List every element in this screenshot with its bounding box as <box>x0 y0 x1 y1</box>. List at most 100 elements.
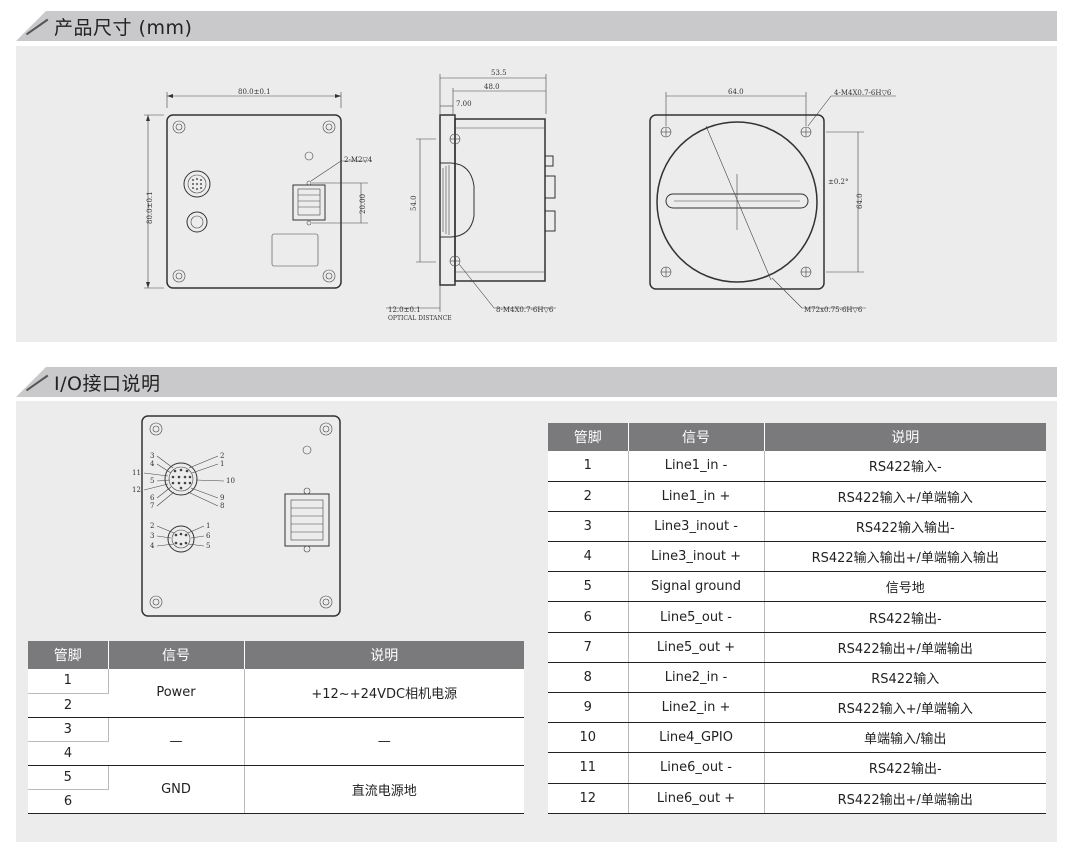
side-view: 53.5 48.0 7.00 <box>386 69 556 322</box>
big-pin-5: 5 <box>150 477 154 485</box>
dimension-drawing: 80.0±0.1 80.0±0.1 <box>144 69 896 322</box>
io-cell-pin: 2 <box>548 481 629 512</box>
side-flange-label: 7.00 <box>456 100 472 108</box>
io-section-header: I/O接口说明 <box>16 367 1057 397</box>
small-pin-5: 5 <box>206 542 210 550</box>
io-cell-desc: RS422输入 <box>764 662 1046 694</box>
io-cell-signal: Line6_out - <box>628 752 765 784</box>
table-row: 1 Power +12~+24VDC相机电源 <box>28 669 524 718</box>
table-row: 6 <box>28 789 524 814</box>
io-cell-signal: Line3_inout + <box>628 541 765 573</box>
io-cell-desc: 单端输入/输出 <box>764 722 1046 754</box>
big-pin-10: 10 <box>226 477 235 485</box>
table-row: 5 GND 直流电源地 <box>28 765 524 814</box>
io-cell-desc: RS422输入+/单端输入 <box>764 692 1046 724</box>
dimensions-title: 产品尺寸 (mm) <box>54 16 193 39</box>
big-pin-9: 9 <box>220 494 224 502</box>
io-cell-pin: 12 <box>548 783 629 814</box>
io-connector-drawing: 3 4 11 5 12 6 7 2 1 10 9 8 <box>132 415 341 617</box>
side-total-label: 53.5 <box>491 69 507 77</box>
io-cell-pin: 11 <box>548 752 629 784</box>
small-pin-1: 1 <box>206 522 210 530</box>
io-cell-signal: Line2_in - <box>628 662 765 694</box>
table-row: 2 <box>28 693 524 718</box>
io-cell-signal: Line1_in + <box>628 481 765 512</box>
front-width-label: 80.0±0.1 <box>238 88 271 96</box>
front-rj45-spacing-label: 20.00 <box>359 194 367 214</box>
io-cell-desc: RS422输入- <box>764 451 1046 482</box>
power-header-desc: 说明 <box>244 641 524 669</box>
io-title: I/O接口说明 <box>54 372 161 395</box>
big-pin-6: 6 <box>150 494 155 502</box>
io-cell-desc: RS422输出- <box>764 752 1046 784</box>
io-cell-pin: 4 <box>548 541 629 573</box>
rear-mount-label: M72x0.75-6H▽6 <box>804 306 863 314</box>
big-pin-2: 2 <box>220 452 224 460</box>
io-cell-signal: Line5_out + <box>628 632 765 663</box>
small-pin-4: 4 <box>150 542 155 550</box>
io-cell-signal: Line6_out + <box>628 783 765 814</box>
power-pin-table: 管脚 信号 说明 1 Power +12~+24VDC相机电源 2 3 — — … <box>28 641 524 814</box>
io-cell-desc: RS422输入输出- <box>764 511 1046 543</box>
side-optical-label: 12.0±0.1 <box>388 306 421 314</box>
small-pin-3: 3 <box>150 532 154 540</box>
side-height-label: 54.0 <box>410 195 418 211</box>
io-cell-pin: 9 <box>548 692 629 724</box>
rear-tilt-label: ±0.2° <box>828 178 849 186</box>
io-cell-signal: Line1_in - <box>628 451 765 482</box>
dimensions-section-header: 产品尺寸 (mm) <box>16 11 1057 41</box>
io-cell-signal: Line3_inout - <box>628 511 765 543</box>
rear-screws-label: 4-M4X0.7-6H▽6 <box>834 89 892 97</box>
io-cell-signal: Line5_out - <box>628 601 765 633</box>
small-pin-6: 6 <box>206 532 211 540</box>
big-pin-11: 11 <box>132 469 141 477</box>
front-height-label: 80.0±0.1 <box>146 191 154 224</box>
io-cell-desc: RS422输入输出+/单端输入输出 <box>764 541 1046 573</box>
io-cell-pin: 8 <box>548 662 629 694</box>
io-cell-pin: 5 <box>548 571 629 603</box>
io-cell-desc: RS422输入+/单端输入 <box>764 481 1046 512</box>
io-cell-pin: 6 <box>548 601 629 633</box>
io-cell-signal: Line2_in + <box>628 692 765 724</box>
header-slash-icon <box>16 367 52 397</box>
io-panel: 3 4 11 5 12 6 7 2 1 10 9 8 <box>16 401 1057 842</box>
big-pin-4: 4 <box>150 460 155 468</box>
rear-hole-spacing-label: 64.0 <box>728 88 744 96</box>
io-cell-signal: Line4_GPIO <box>628 722 765 754</box>
side-body-label: 48.0 <box>484 83 500 91</box>
big-pin-3: 3 <box>150 452 154 460</box>
header-slash-icon <box>16 11 52 41</box>
small-pin-2: 2 <box>150 522 154 530</box>
io-header-signal: 信号 <box>628 423 765 451</box>
power-header-pin: 管脚 <box>28 641 109 669</box>
io-header-desc: 说明 <box>764 423 1046 451</box>
io-cell-pin: 1 <box>548 451 629 482</box>
rear-vertical-label: 64.0 <box>856 193 864 209</box>
front-view: 80.0±0.1 80.0±0.1 <box>144 88 373 289</box>
table-row: 4 <box>28 741 524 766</box>
io-cell-desc: RS422输出+/单端输出 <box>764 783 1046 814</box>
io-cell-desc: RS422输出+/单端输出 <box>764 632 1046 663</box>
side-optical-caption: OPTICAL DISTANCE <box>388 315 452 322</box>
big-pin-7: 7 <box>150 502 154 510</box>
io-cell-pin: 3 <box>548 511 629 543</box>
io-cell-pin: 10 <box>548 722 629 754</box>
io-cell-signal: Signal ground <box>628 571 765 603</box>
big-pin-12: 12 <box>132 486 141 494</box>
io-cell-desc: RS422输出- <box>764 601 1046 633</box>
power-header-signal: 信号 <box>108 641 245 669</box>
io-cell-desc: 信号地 <box>764 571 1046 603</box>
table-row: 3 — — <box>28 717 524 766</box>
rear-view: 64.0 4-M4X0.7-6H▽6 64.0 <box>649 88 896 314</box>
